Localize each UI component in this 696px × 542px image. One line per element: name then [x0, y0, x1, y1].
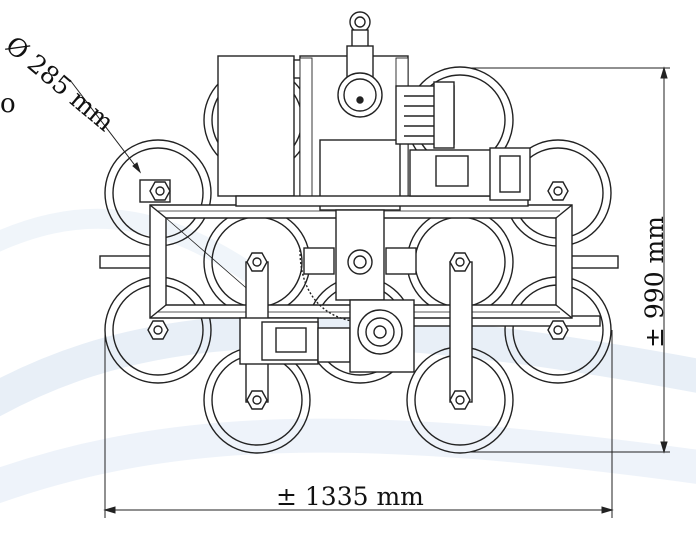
right-drive-unit	[409, 147, 531, 201]
height-dimension-label: ± 990 mm	[640, 216, 669, 348]
rotation-motor	[239, 317, 351, 365]
dimension-lines	[69, 66, 670, 518]
rotation-gearbox	[349, 299, 415, 373]
width-dimension-label: ± 1335 mm	[276, 482, 424, 511]
bolt	[246, 252, 268, 272]
bolt	[449, 252, 471, 272]
cup-diameter-label: Ø 285 mm	[0, 30, 120, 137]
bolt	[246, 390, 268, 410]
lifting-eye	[337, 11, 383, 118]
machine	[99, 11, 619, 454]
frame-bolts	[147, 181, 569, 410]
diameter-leader	[69, 79, 141, 173]
top-motor	[395, 81, 455, 149]
bolt	[547, 181, 569, 201]
bolt	[147, 320, 169, 340]
cropped-glyph: o	[0, 89, 16, 119]
main-frame	[149, 204, 573, 319]
center-column	[235, 139, 529, 301]
bolt	[449, 390, 471, 410]
bolt	[149, 181, 171, 201]
bolt	[547, 320, 569, 340]
